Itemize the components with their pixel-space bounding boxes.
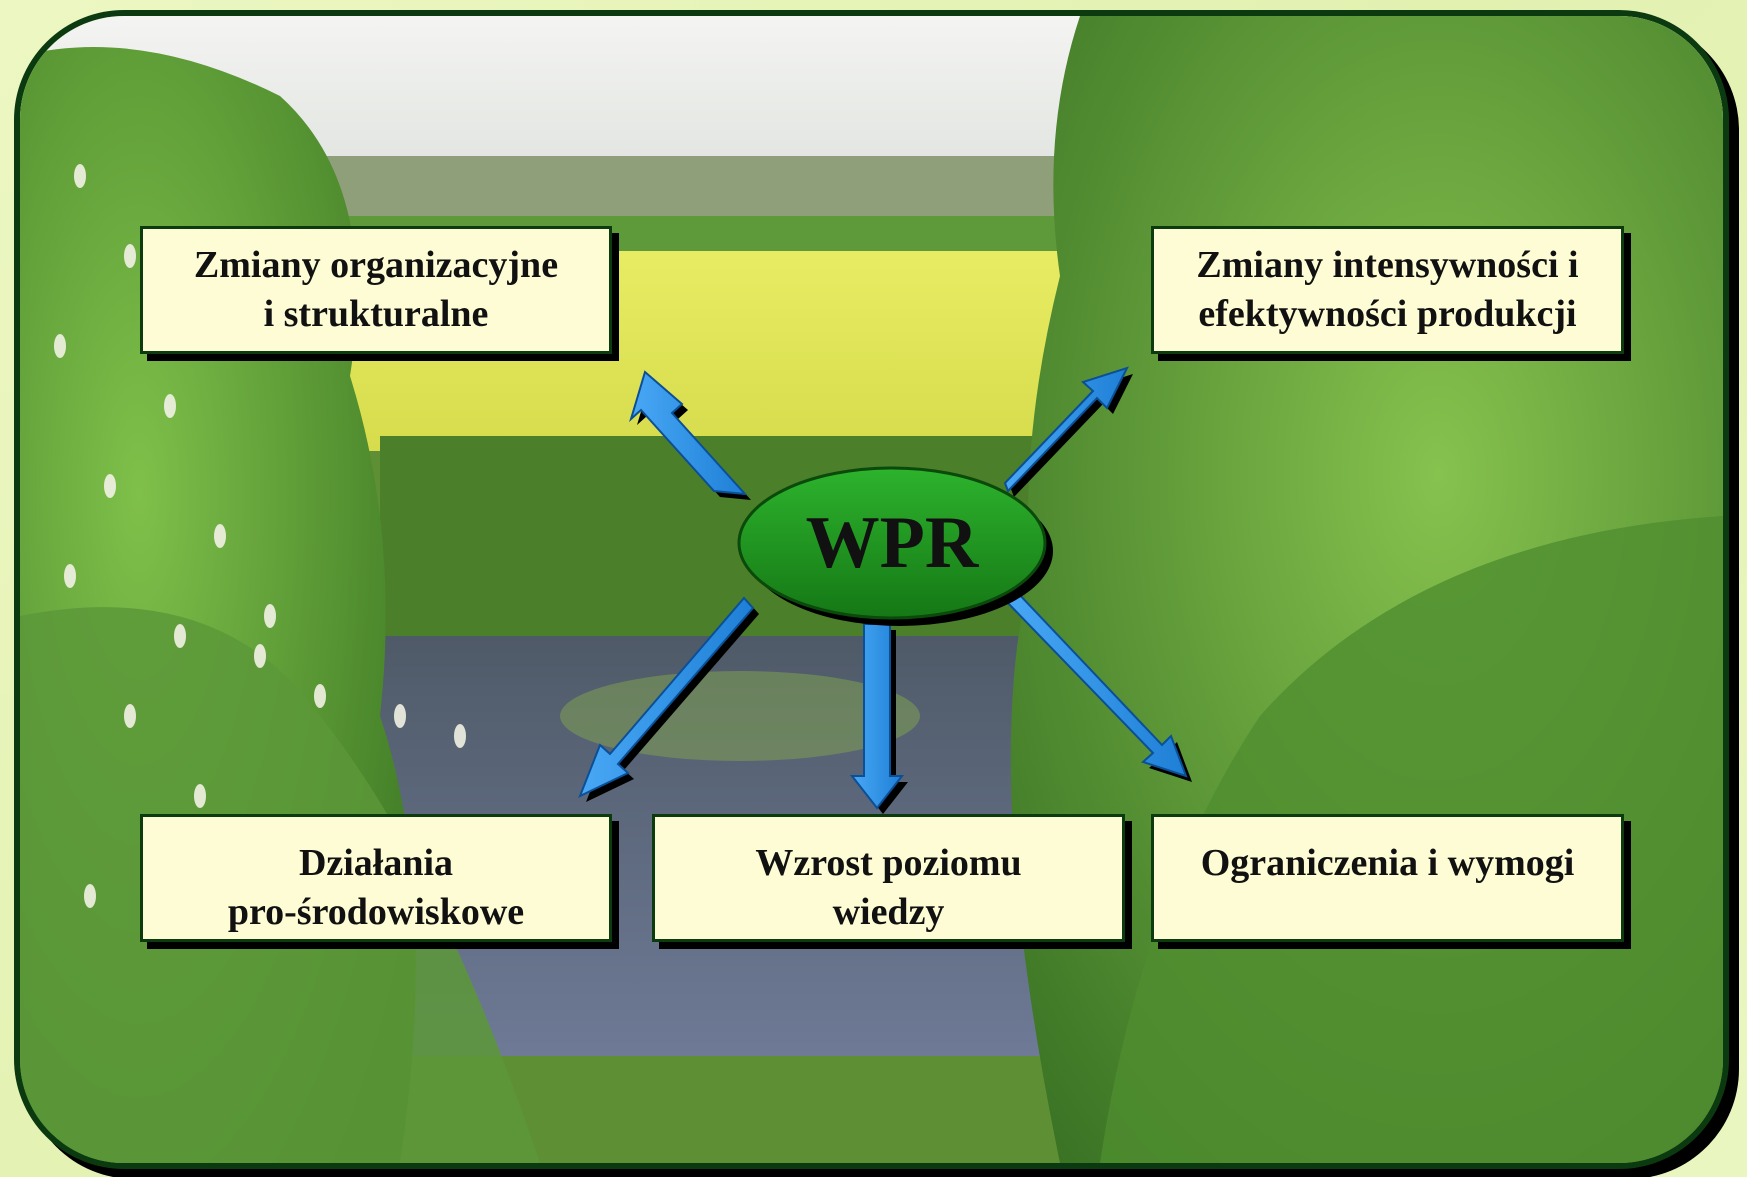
box-production-intensity-line2: efektywności produkcji [1198,293,1577,335]
box-production-intensity-line1: Zmiany intensywności i [1196,243,1579,286]
box-organizational-changes: Zmiany organizacyjne i strukturalne [140,226,612,354]
wpr-label: WPR [805,501,979,584]
box-knowledge-growth-line1: Wzrost poziomu [755,842,1022,884]
box-knowledge-growth-line2: wiedzy [832,891,945,934]
box-restrictions-requirements-line1: Ograniczenia i wymogi [1200,842,1575,884]
wpr-ellipse: WPR [739,468,1045,618]
box-restrictions-requirements: Ograniczenia i wymogi [1151,814,1624,942]
box-organizational-changes-line1: Zmiany organizacyjne [193,243,559,286]
photo-frame: WPR Zmiany organizacyjne i strukturalne … [14,10,1729,1169]
box-knowledge-growth: Wzrost poziomu wiedzy [652,814,1125,942]
box-production-intensity: Zmiany intensywności i efektywności prod… [1151,226,1624,354]
box-environmental-actions-line1: Działania [298,842,454,884]
box-organizational-changes-line2: i strukturalne [263,293,489,335]
box-environmental-actions: Działania pro-środowiskowe [140,814,612,942]
box-environmental-actions-line2: pro-środowiskowe [227,891,525,934]
